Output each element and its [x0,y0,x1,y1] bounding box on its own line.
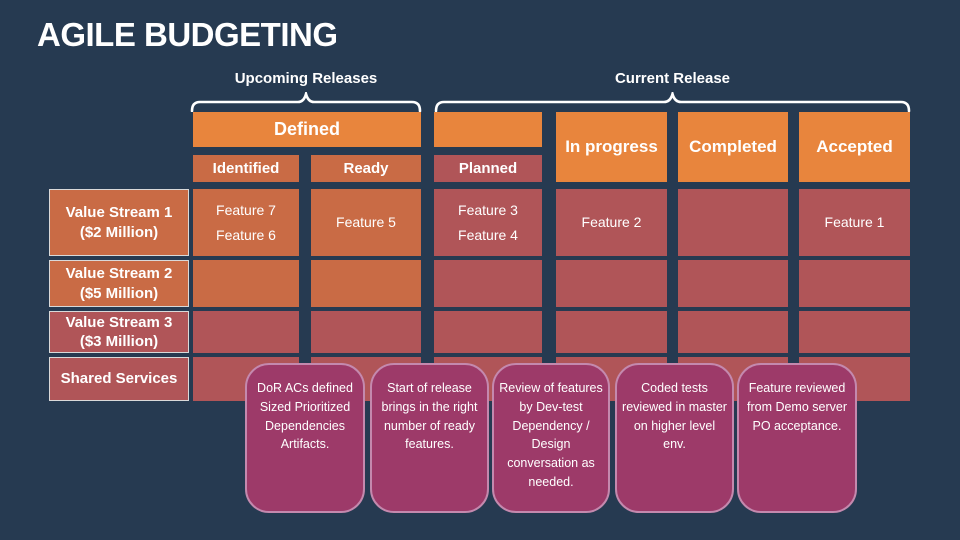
note-card-1: DoR ACs defined Sized Prioritized Depend… [245,363,365,513]
cell-r1-completed [678,189,788,256]
current-release-label: Current Release [614,69,731,87]
feature-label: Feature 2 [581,214,642,231]
cell-r1-planned: Feature 3 Feature 4 [434,189,542,256]
cell-r1-ready: Feature 5 [311,189,421,256]
row-budget: ($2 Million) [79,223,159,241]
upcoming-releases-brace-icon [190,92,422,112]
row-label: Value Stream 2 [65,265,173,282]
upcoming-releases-label: Upcoming Releases [234,69,378,87]
note-card-2: Start of release brings in the right num… [370,363,489,513]
feature-label: Feature 6 [216,226,276,243]
feature-label: Feature 5 [336,214,396,231]
cell-r2-completed [678,260,788,307]
current-release-brace-icon [434,92,911,112]
note-card-5: Feature reviewed from Demo server PO acc… [737,363,857,513]
row-label: Shared Services [60,370,178,388]
page-title: AGILE BUDGETING [37,16,338,53]
cell-r2-ready [311,260,421,307]
column-header-identified: Identified [193,155,299,182]
cell-r2-accepted [799,260,910,307]
planned-spacer-bar [434,112,542,147]
defined-header: Defined [193,112,421,147]
cell-r3-ready [311,311,421,353]
row-header-value-stream-2: Value Stream 2 ($5 Million) [49,260,189,307]
row-header-shared-services: Shared Services [49,357,189,401]
column-header-in-progress: In progress [556,112,667,182]
row-budget: ($3 Million) [79,333,159,350]
cell-r3-planned [434,311,542,353]
cell-r3-identified [193,311,299,353]
cell-r2-inprogress [556,260,667,307]
cell-r3-accepted [799,311,910,353]
row-label: Value Stream 3 [65,313,173,331]
column-header-accepted: Accepted [799,112,910,182]
feature-label: Feature 4 [458,226,518,243]
feature-label: Feature 7 [216,201,276,218]
row-label: Value Stream 1 [65,204,173,221]
cell-r3-inprogress [556,311,667,353]
cell-r3-completed [678,311,788,353]
column-header-ready: Ready [311,155,421,182]
cell-r1-identified: Feature 7 Feature 6 [193,189,299,256]
note-card-4: Coded tests reviewed in master on higher… [615,363,734,513]
column-header-completed: Completed [678,112,788,182]
feature-label: Feature 3 [458,201,518,218]
column-header-planned: Planned [434,155,542,182]
cell-r1-accepted: Feature 1 [799,189,910,256]
row-header-value-stream-1: Value Stream 1 ($2 Million) [49,189,189,256]
feature-label: Feature 1 [824,214,885,231]
row-budget: ($5 Million) [79,284,159,302]
cell-r2-planned [434,260,542,307]
note-card-3: Review of features by Dev-test Dependenc… [492,363,610,513]
row-header-value-stream-3: Value Stream 3 ($3 Million) [49,311,189,353]
cell-r1-inprogress: Feature 2 [556,189,667,256]
cell-r2-identified [193,260,299,307]
